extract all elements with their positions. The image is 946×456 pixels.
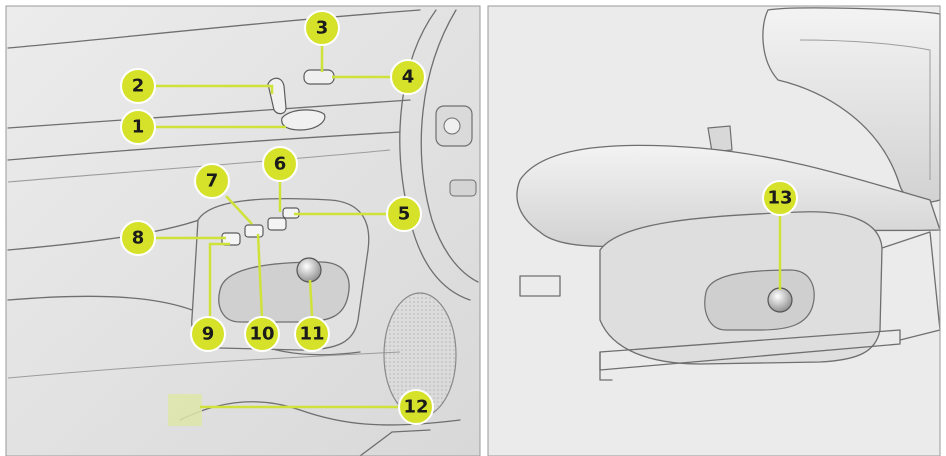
leader-line-11 [308,279,314,317]
callout-5: 5 [386,196,422,232]
window-switch-front-right [267,217,287,231]
leader-line-2 [156,84,274,94]
callout-4-label: 4 [402,67,415,88]
steering-wheel-rim-inner [420,9,479,283]
callout-3-label: 3 [316,18,329,39]
callout-8-label: 8 [132,228,145,249]
door-armrest-lower-edge [7,131,401,161]
callout-13-label: 13 [767,188,792,209]
callout-2: 2 [120,68,156,104]
callout-9: 9 [190,316,226,352]
callout-1: 1 [120,109,156,145]
seat-illustration [488,6,941,456]
callout-12-label: 12 [403,397,428,418]
steering-wheel-button [443,117,461,135]
callout-2-label: 2 [132,76,145,97]
steering-column-stalk [449,179,477,197]
callout-markers: 1 2 3 4 5 6 7 8 9 10 11 12 13 [120,10,798,425]
door-pocket-edge [7,351,401,379]
callout-6-label: 6 [274,154,287,175]
door-armrest-upper-edge [7,99,411,129]
door-top-trim [7,9,421,49]
callout-7: 7 [194,163,230,199]
seat-backrest [762,7,941,203]
callout-11-label: 11 [299,324,324,345]
backrest-seam [799,39,931,180]
callout-5-label: 5 [398,204,411,225]
right-panel-frame [487,5,941,456]
door-pocket-area-marker [168,394,202,426]
leader-line-7 [225,195,253,225]
callout-12: 12 [398,389,434,425]
callout-9-label: 9 [202,324,215,345]
leader-line-10 [256,233,264,319]
callout-1-label: 1 [132,117,145,138]
seat-rail-end [599,351,613,381]
mirror-adjust-knob [296,257,322,283]
leader-lines [156,46,782,409]
callout-10-label: 10 [249,324,274,345]
leader-line-9 [208,242,230,318]
callout-10: 10 [244,316,280,352]
seat-rear-frame [881,231,941,341]
callout-8: 8 [120,220,156,256]
memory-button [303,69,335,85]
left-panel-frame [5,5,481,456]
callout-3: 3 [304,10,340,46]
callout-7-label: 7 [206,171,219,192]
seat-adjust-recess [704,269,815,331]
seat-belt-buckle [707,125,733,153]
seat-rail-front-left [519,275,561,297]
window-switch-front-left [244,224,264,238]
door-sill-strip [359,429,431,456]
callout-6: 6 [262,146,298,182]
lumbar-adjust-control [767,287,793,313]
callout-11: 11 [294,316,330,352]
callout-4: 4 [390,59,426,95]
callout-13: 13 [762,180,798,216]
